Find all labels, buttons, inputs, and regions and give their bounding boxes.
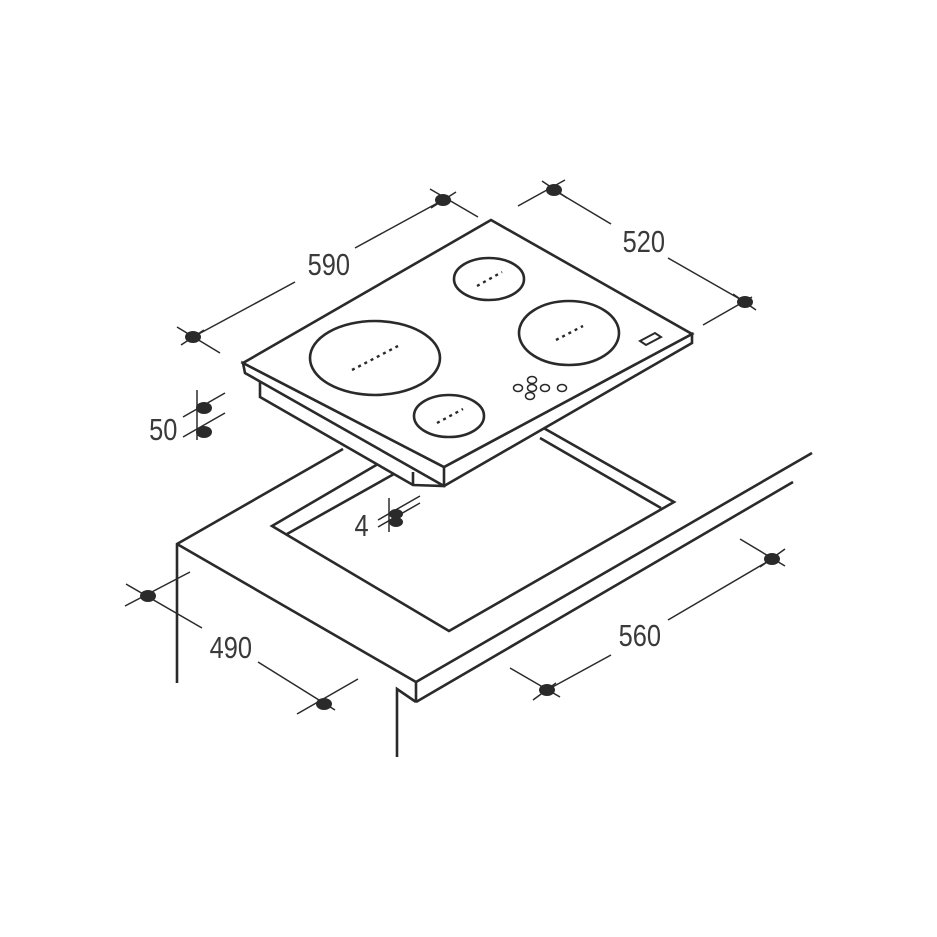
control-button — [526, 375, 538, 385]
dimension-cutout-depth: 490 — [124, 571, 359, 715]
dimension-dot — [764, 553, 780, 565]
hob — [240, 218, 695, 488]
control-button — [524, 391, 536, 401]
dimension-label: 4 — [355, 509, 369, 544]
cooking-zone-right — [517, 299, 621, 367]
countertop-left-edge — [175, 447, 344, 683]
cutout-inner-edge — [286, 472, 395, 536]
dimension-cutout-width: 560 — [509, 538, 786, 701]
extension-line — [182, 412, 226, 438]
cooking-zone-front-small — [412, 393, 486, 439]
dimension-label: 520 — [623, 225, 665, 260]
cooking-zone-rear-small — [452, 256, 526, 302]
dimension-dot — [389, 517, 403, 527]
cutout-outer-edge — [269, 424, 677, 633]
burner-ring — [517, 299, 621, 367]
burner-ring — [452, 256, 526, 302]
cutout-inner-edge-right — [539, 436, 662, 510]
extension-line — [429, 188, 479, 218]
cabinet-front-edge — [395, 686, 417, 757]
countertop — [175, 447, 813, 757]
burner-marking — [555, 324, 584, 342]
countertop-cutout — [269, 424, 677, 633]
dimension-line — [546, 654, 612, 691]
control-button — [556, 383, 568, 393]
dimension-dot — [539, 684, 555, 696]
dimension-line — [667, 558, 773, 621]
control-button — [539, 383, 551, 393]
countertop-front-edge — [176, 542, 418, 702]
dimension-hob-width: 590 — [176, 188, 479, 354]
dimension-hob-depth: 520 — [517, 179, 757, 326]
dimension-gap: 4 — [355, 495, 421, 544]
tick — [296, 678, 359, 715]
touch-controls — [512, 375, 568, 401]
cooking-zone-large — [308, 319, 442, 397]
dimension-line — [192, 281, 296, 338]
burner-ring — [308, 319, 442, 397]
hob-glass-top — [240, 218, 695, 469]
dimension-dot — [389, 509, 403, 519]
countertop-right-top-edge — [415, 451, 813, 684]
control-button — [526, 383, 538, 393]
dimension-dot — [737, 296, 753, 308]
dimension-dot — [196, 402, 212, 414]
dimension-dot — [435, 194, 451, 206]
dimension-label: 560 — [619, 619, 661, 654]
dimension-line — [667, 257, 746, 303]
tick — [124, 571, 191, 607]
dimension-label: 50 — [149, 413, 177, 448]
dimension-line — [125, 583, 203, 629]
control-button — [512, 383, 524, 393]
extension-line — [377, 495, 421, 521]
burner-marking — [351, 344, 399, 372]
burner-marking — [476, 270, 503, 288]
dimension-label: 590 — [308, 248, 350, 283]
burner-marking — [436, 407, 464, 425]
extension-line — [517, 179, 566, 207]
dimension-label: 490 — [210, 631, 252, 666]
burner-ring — [412, 393, 486, 439]
dimension-dot — [546, 184, 562, 196]
dimension-line — [354, 199, 444, 249]
dimension-dot — [185, 331, 201, 343]
countertop-right-bottom-edge — [415, 480, 794, 704]
dimension-dot — [140, 590, 156, 602]
dimension-dot — [196, 426, 212, 438]
dimension-dot — [316, 698, 332, 710]
dimension-hob-height: 50 — [149, 390, 226, 448]
display-window — [638, 331, 663, 347]
